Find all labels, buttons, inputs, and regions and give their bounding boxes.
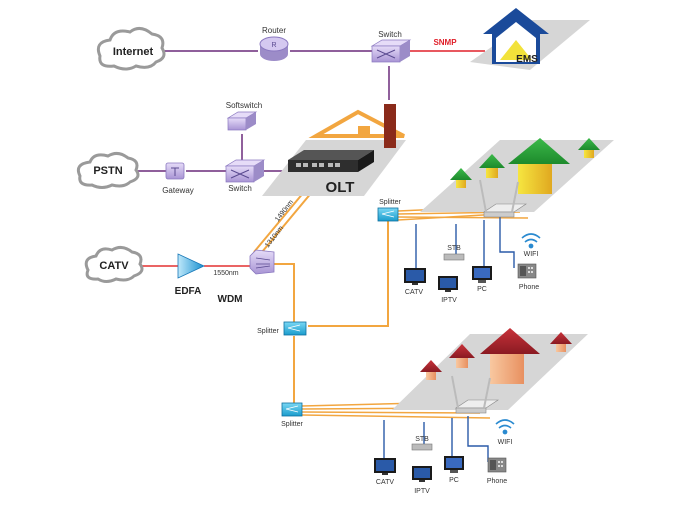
router-icon: R: [259, 36, 289, 61]
wdm-label: WDM: [218, 294, 243, 305]
upper-pc-label: PC: [477, 286, 487, 293]
lower-pc: [444, 456, 464, 473]
upper-neighborhood: [420, 138, 614, 218]
lower-wifi-label: WIFI: [498, 439, 513, 446]
lower-house-small-2: [449, 344, 475, 368]
lower-device-links: [383, 416, 489, 462]
lower-iptv-label: IPTV: [414, 488, 430, 495]
lower-wifi-icon: [495, 419, 515, 435]
lower-house-large: [480, 328, 540, 384]
olt-wdm-fiber-2: [261, 191, 313, 253]
router-label: Router: [262, 26, 286, 35]
lower-onu: [451, 375, 499, 414]
lower-house-small-3: [550, 332, 572, 352]
svg-text:R: R: [271, 42, 276, 49]
upper-phone: [517, 263, 537, 279]
catv-label: CATV: [99, 260, 129, 272]
olt-device: OLT: [262, 104, 406, 196]
lower-phone-label: Phone: [487, 478, 507, 485]
switch-mid-icon: [224, 159, 266, 183]
switch-top-icon: [370, 39, 412, 63]
splitter-center-label: Splitter: [257, 328, 279, 335]
lower-house-small-1: [420, 360, 442, 380]
lower-catv-tv: [374, 458, 396, 475]
splitter-upper-label: Splitter: [379, 199, 401, 206]
upper-catv-tv: [404, 268, 426, 285]
wdm-splitter-fiber: [274, 263, 295, 328]
upper-house-small-2: [479, 154, 505, 178]
olt-wdm-fiber-1: [253, 191, 305, 253]
olt-label: OLT: [326, 179, 355, 196]
wdm-icon: [249, 249, 275, 275]
upper-stb-label: STB: [447, 245, 461, 252]
lower-iptv-tv: [412, 466, 432, 482]
label-1550nm: 1550nm: [213, 270, 238, 277]
splitter-upper-icon: [377, 207, 399, 222]
label-1490nm: 1490nm: [274, 199, 295, 223]
softswitch-label: Softswitch: [226, 101, 262, 110]
gateway-icon: [165, 162, 185, 180]
upper-wifi-label: WIFI: [524, 251, 539, 258]
edfa-icon: [177, 253, 205, 279]
internet-cloud: Internet: [96, 27, 166, 71]
lower-phone: [487, 457, 507, 473]
upper-device-links: [415, 216, 515, 272]
splitter-lower-icon: [281, 402, 303, 417]
upper-house-small-1: [450, 168, 472, 188]
lower-stb: [411, 443, 433, 451]
upper-house-small-3: [578, 138, 600, 158]
lower-neighborhood: [392, 328, 588, 414]
lower-stb-label: STB: [415, 436, 429, 443]
lower-pc-label: PC: [449, 477, 459, 484]
upper-iptv-label: IPTV: [441, 297, 457, 304]
upper-phone-label: Phone: [519, 284, 539, 291]
internet-label: Internet: [113, 46, 154, 58]
upper-stb: [443, 253, 465, 261]
pstn-label: PSTN: [93, 165, 122, 177]
snmp-label: SNMP: [433, 38, 457, 47]
splitter-center-icon: [283, 321, 307, 336]
ems-building: EMS: [470, 8, 590, 70]
links: [130, 50, 529, 462]
upper-wifi-icon: [521, 233, 541, 249]
gateway-label: Gateway: [162, 186, 194, 195]
pstn-cloud: PSTN: [76, 151, 140, 189]
splitter-center-upper-fiber: [308, 216, 389, 327]
switch-mid-label: Switch: [228, 184, 252, 193]
upper-onu: [479, 179, 527, 218]
upper-pc: [472, 266, 492, 283]
ems-label: EMS: [516, 54, 538, 65]
lower-catv-label: CATV: [376, 479, 394, 486]
upper-house-large: [508, 138, 570, 194]
splitter-lower-label: Splitter: [281, 421, 303, 428]
upper-iptv-tv: [438, 276, 458, 292]
edfa-label: EDFA: [175, 286, 202, 297]
softswitch-icon: [226, 111, 258, 131]
catv-cloud: CATV: [84, 245, 144, 283]
upper-catv-label: CATV: [405, 289, 423, 296]
switch-top-label: Switch: [378, 30, 402, 39]
